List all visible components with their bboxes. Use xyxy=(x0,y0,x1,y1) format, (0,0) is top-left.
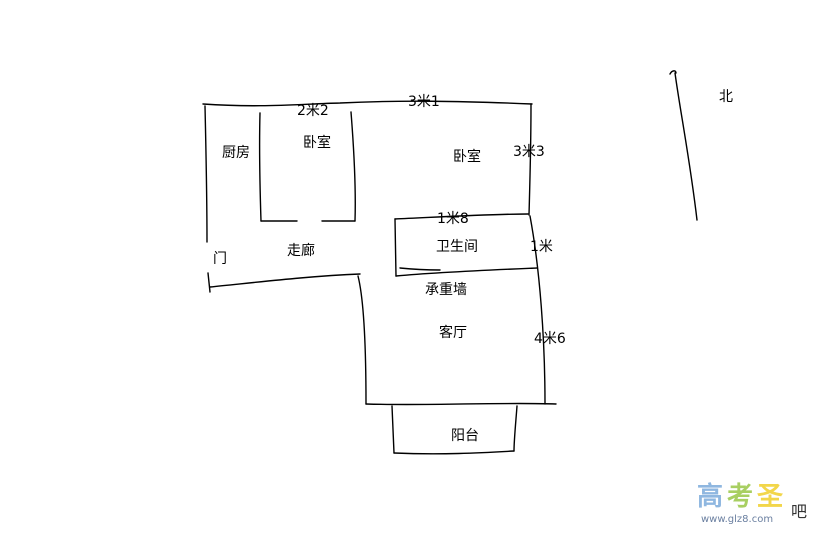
dimension-top: 3米1 xyxy=(408,94,440,110)
bathroom-inner-line xyxy=(399,267,441,271)
watermark-url: www.glz8.com xyxy=(701,514,774,525)
right-lower-wall xyxy=(529,215,546,405)
bedroom-small-label: 卧室 xyxy=(303,135,331,151)
watermark-char-1: 高 xyxy=(697,482,724,512)
site-watermark: 高 考 圣 吧 www.glz8.com xyxy=(695,484,813,530)
left-lower-wall xyxy=(207,272,211,293)
dimension-right-upper: 3米3 xyxy=(513,144,545,160)
balcony-bottom-wall xyxy=(393,450,515,455)
dimension-bathroom-width: 1米8 xyxy=(437,211,469,227)
bathroom-left-wall xyxy=(394,218,397,277)
north-label: 北 xyxy=(719,89,733,105)
corridor-label: 走廊 xyxy=(287,243,315,259)
watermark-char-3: 圣 xyxy=(757,482,784,512)
load-bearing-wall-label: 承重墙 xyxy=(425,282,467,298)
watermark-char-2: 考 xyxy=(727,482,754,512)
balcony-right-wall xyxy=(513,405,518,452)
bedroom-small-right-wall xyxy=(350,111,356,222)
corridor-bottom-wall xyxy=(209,273,361,288)
bathroom-bottom-wall xyxy=(395,267,538,277)
dimension-right-lower: 4米6 xyxy=(534,331,566,347)
watermark-suffix: 吧 xyxy=(791,502,808,521)
door-label: 门 xyxy=(213,251,227,267)
bedroom-large-label: 卧室 xyxy=(453,149,481,165)
living-room-label: 客厅 xyxy=(439,325,467,341)
balcony-left-wall xyxy=(391,405,395,454)
living-bottom-wall xyxy=(365,402,557,406)
bathroom-top-wall xyxy=(394,213,529,220)
bedroom-small-left-wall xyxy=(258,112,262,222)
bathroom-label: 卫生间 xyxy=(436,239,478,255)
right-upper-wall xyxy=(528,103,532,216)
kitchen-label: 厨房 xyxy=(222,145,250,161)
dimension-top-left: 2米2 xyxy=(297,103,329,119)
left-outer-wall xyxy=(204,105,208,243)
living-left-wall xyxy=(357,275,367,405)
north-arrow-icon xyxy=(669,70,698,221)
balcony-label: 阳台 xyxy=(451,428,479,444)
top-outer-wall xyxy=(202,100,533,107)
dimension-bathroom-depth: 1米 xyxy=(530,239,553,255)
